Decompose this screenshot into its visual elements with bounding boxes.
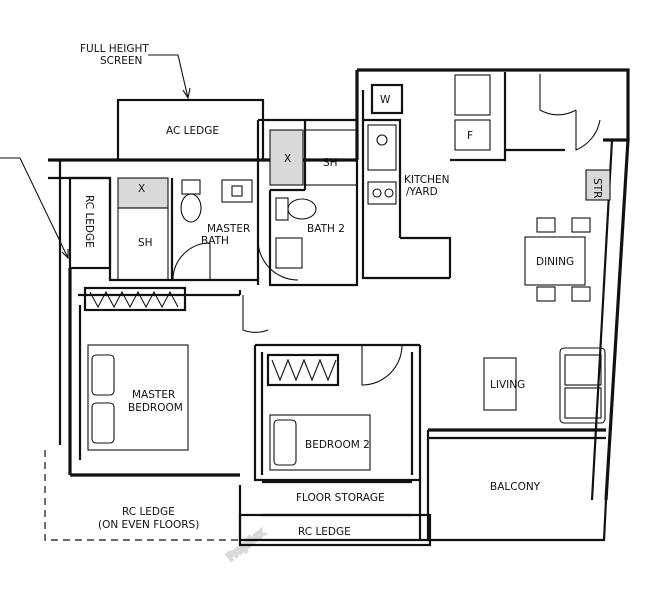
label-yard: /YARD: [406, 186, 438, 198]
label-kitchen: KITCHEN: [404, 174, 450, 186]
label-master-bath-2: BATH: [201, 235, 229, 247]
fixtures: [117, 74, 611, 424]
label-bath2: BATH 2: [307, 223, 345, 235]
label-sh-bath2: SH: [323, 157, 338, 169]
label-ac-ledge: AC LEDGE: [166, 125, 219, 137]
bedroom2-bed: [269, 414, 371, 471]
label-master-bedroom-1: MASTER: [132, 389, 175, 401]
bedroom2-wardrobe: [266, 353, 340, 387]
label-living: LIVING: [490, 379, 525, 391]
master-wardrobe: [83, 286, 187, 312]
outer-walls: [48, 68, 630, 547]
rc-ledge-even-floors-outline: [44, 450, 240, 541]
label-x-bath2: X: [284, 153, 291, 165]
label-dining: DINING: [536, 256, 574, 268]
label-rc-ledge-bottom: RC LEDGE: [298, 526, 351, 538]
label-balcony: BALCONY: [490, 481, 541, 493]
label-floor-storage: FLOOR STORAGE: [296, 492, 385, 504]
label-rc-ledge-even-1: RC LEDGE: [122, 506, 175, 518]
room-labels: FULL HEIGHT SCREEN AC LEDGE RC LEDGE SH …: [80, 43, 603, 538]
doors: [172, 74, 601, 386]
label-sh-master: SH: [138, 237, 153, 249]
label-rc-ledge-even-2: (ON EVEN FLOORS): [98, 519, 199, 531]
label-str: STR: [591, 178, 603, 198]
label-master-bedroom-2: BEDROOM: [128, 402, 183, 414]
rc-ledge-bottom: [238, 513, 432, 547]
label-full-height: FULL HEIGHT: [80, 43, 149, 55]
label-w: W: [380, 94, 391, 106]
label-rc-ledge-vertical: RC LEDGE: [83, 195, 95, 248]
label-bedroom2: BEDROOM 2: [305, 439, 370, 451]
callout-arrows: [0, 54, 191, 260]
label-x-master: X: [138, 183, 145, 195]
label-master-bath-1: MASTER: [207, 223, 250, 235]
label-screen: SCREEN: [100, 55, 142, 67]
label-f: F: [467, 130, 473, 142]
master-bed: [87, 344, 189, 451]
